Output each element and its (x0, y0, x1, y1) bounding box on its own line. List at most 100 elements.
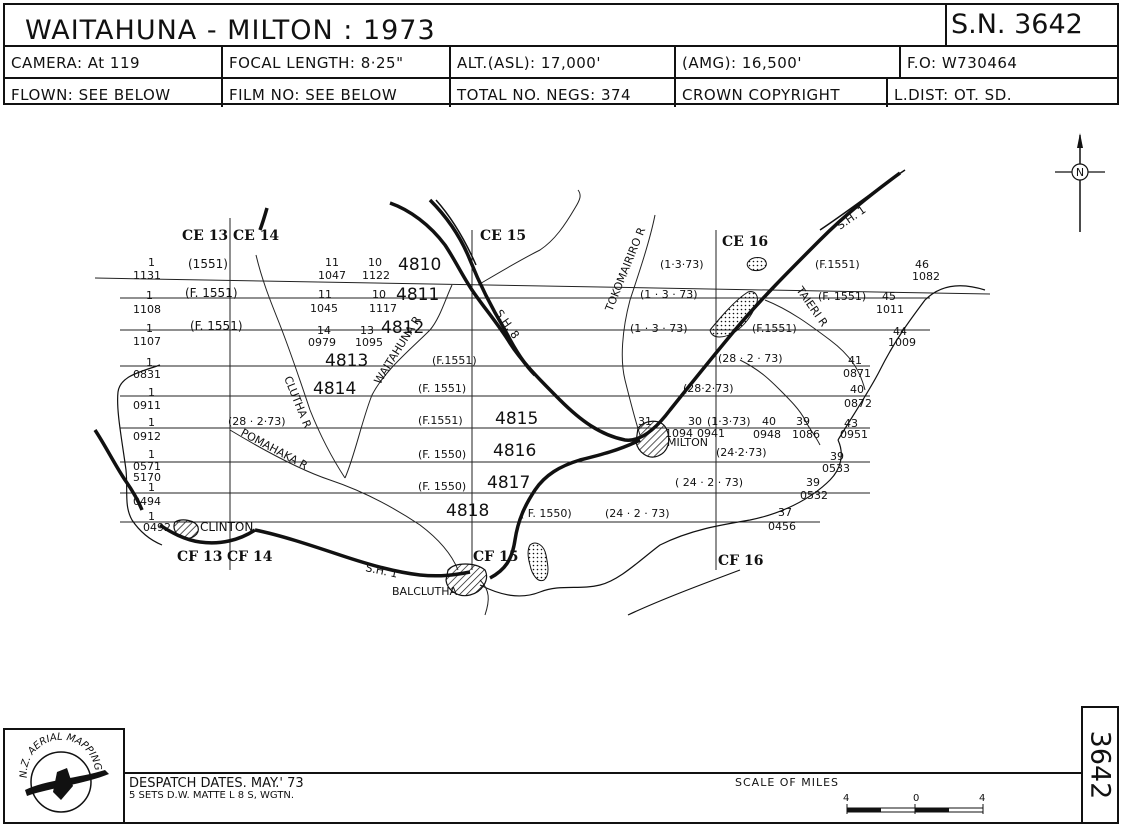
run-4810: 1 1131 (1551) 11 1047 10 1122 4810 (1·3·… (133, 255, 940, 283)
north-arrow-icon: N (1055, 133, 1105, 232)
run-4813-right-frame: 41 (848, 354, 862, 367)
run-4811-mid2-serial: 1117 (369, 302, 397, 315)
run-4818-number: 4818 (446, 501, 489, 521)
run-4810-number: 4810 (398, 255, 441, 275)
road-secondary (435, 169, 906, 266)
town-clinton (173, 519, 199, 539)
l-dist-cell: L.DIST: OT. SD. (886, 79, 1117, 107)
run-4813-right-serial: 0871 (843, 367, 871, 380)
rivers (229, 189, 866, 616)
run-4818-left-frame: 1 (148, 510, 155, 523)
roads (93, 171, 902, 580)
run-4816-left-frame: 1 (148, 448, 155, 461)
milton-serial-0948: 0948 (753, 428, 781, 441)
town-milton (635, 420, 670, 458)
north-label: N (1076, 166, 1084, 179)
despatch-bar: DESPATCH DATES. MAY.' 73 5 SETS D.W. MAT… (125, 772, 1081, 824)
film-number-cell: FILM NO: SEE BELOW (221, 79, 449, 107)
run-4812-mid2-frame: 13 (360, 324, 374, 337)
run-4815-date: (28 · 2·73) (228, 415, 286, 428)
run-4811-mid2-frame: 10 (372, 288, 386, 301)
run-4812-left-frame: 1 (146, 322, 153, 335)
run-4811-left-frame: 1 (146, 289, 153, 302)
flown-cell: FLOWN: SEE BELOW (11, 86, 171, 104)
run-4814-date: (28·2·73) (683, 382, 734, 395)
run-4812-mid1-serial: 0979 (308, 336, 336, 349)
label-clutha-river: CLUTHA R (281, 374, 314, 430)
despatch-sets: 5 SETS D.W. MATTE L 8 S, WGTN. (129, 790, 295, 801)
run-4817-date: ( 24 · 2 · 73) (675, 476, 743, 489)
run-4818-right-frame: 37 (778, 506, 792, 519)
lakes (527, 257, 767, 582)
run-4812-right-serial: 1009 (888, 336, 916, 349)
scale-left-label: 4 (843, 793, 849, 804)
run-4812-right-film: (F.1551) (752, 322, 797, 335)
grid-label-ce13: CE 13 (182, 228, 228, 244)
run-4817-number: 4817 (487, 473, 530, 493)
run-4812-film: (F. 1551) (190, 319, 243, 333)
run-4815-left-serial: 0912 (133, 430, 161, 443)
altitude-asl-cell: ALT.(ASL): 17,000' (449, 47, 674, 77)
milton-serial-1086: 1086 (792, 428, 820, 441)
label-pomahaka-river: POMAHAKA R (239, 426, 311, 472)
town-balclutha (445, 563, 488, 597)
milton-frame-30: 30 (688, 415, 702, 428)
run-4817-right-frame: 39 (806, 476, 820, 489)
run-4817-left-frame: 1 (148, 481, 155, 494)
grid-label-cf16: CF 16 (718, 553, 763, 569)
header-row-1: CAMERA: At 119 FOCAL LENGTH: 8·25" ALT.(… (5, 45, 1117, 77)
run-4816: 1 0571 5170 (F. 1550) 4816 (24·2·73) 39 … (133, 441, 850, 484)
run-4810-mid1-serial: 1047 (318, 269, 346, 282)
grid-label-ce15: CE 15 (480, 228, 526, 244)
fo-cell: F.O: W730464 (899, 47, 1117, 77)
focal-length-cell: FOCAL LENGTH: 8·25" (221, 47, 449, 77)
run-4810-left-frame: 1 (148, 256, 155, 269)
side-sheet-number: 3642 (1084, 730, 1116, 800)
run-4816-film: (F. 1550) (418, 448, 466, 461)
milton-frame-labels: 31 30 (1·3·73) 40 39 1094 0941 0948 1086 (638, 415, 820, 441)
side-sheet-number-box: 3642 (1081, 706, 1119, 824)
run-4810-mid2-serial: 1122 (362, 269, 390, 282)
milton-frame-39: 39 (796, 415, 810, 428)
aerial-mapping-logo-icon: N.Z. AERIAL MAPPING LTD (1, 722, 109, 813)
run-4810-right-film: (F.1551) (815, 258, 860, 271)
camera-cell: CAMERA: At 119 (11, 54, 141, 72)
run-4810-left-serial: 1131 (133, 269, 161, 282)
run-4817-film: (F. 1550) (418, 480, 466, 493)
milton-frame-40: 40 (762, 415, 776, 428)
run-4812-mid1-frame: 14 (317, 324, 331, 337)
run-4817-left-serial: 0494 (133, 495, 161, 508)
milton-serial-0941: 0941 (697, 427, 725, 440)
grid-lines (229, 218, 717, 570)
run-4815-left-frame: 1 (148, 416, 155, 429)
run-4814-right-serial: 0872 (844, 397, 872, 410)
run-4814-left-serial: 0911 (133, 399, 161, 412)
run-4810-mid2-frame: 10 (368, 256, 382, 269)
total-negs-cell: TOTAL NO. NEGS: 374 (449, 79, 674, 107)
run-4814-number: 4814 (313, 379, 356, 399)
run-4810-film: (1551) (188, 257, 228, 271)
run-4810-date: (1·3·73) (660, 258, 704, 271)
run-4815-right-serial: 0951 (840, 428, 868, 441)
run-4811-mid1-frame: 11 (318, 288, 332, 301)
run-4813-left-serial: 0831 (133, 368, 161, 381)
scale-title: SCALE OF MILES (735, 776, 840, 789)
scale-bar: 4 0 4 (843, 793, 985, 814)
run-4815: 1 0912 (28 · 2·73) (F.1551) 4815 43 0951 (133, 409, 868, 443)
run-4813: 1 0831 4813 (F.1551) (28 · 2 · 73) 41 08… (133, 351, 871, 381)
run-4812-number: 4812 (381, 318, 424, 338)
milton-date: (1·3·73) (707, 415, 751, 428)
altitude-amg-cell: (AMG): 16,500' (674, 47, 899, 77)
run-4815-right-frame: 43 (844, 417, 858, 430)
crown-copyright-cell: CROWN COPYRIGHT (674, 79, 886, 107)
run-4810-right-frame: 46 (915, 258, 929, 271)
run-4817-right-serial: 0532 (800, 489, 828, 502)
run-4818-date: (24 · 2 · 73) (605, 507, 670, 520)
run-4818-left-serial: 0492 (143, 521, 171, 534)
run-4811-mid1-serial: 1045 (310, 302, 338, 315)
run-4813-left-frame: 1 (146, 356, 153, 369)
run-4814-left-frame: 1 (148, 386, 155, 399)
label-milton: MILTON (667, 436, 708, 449)
run-4810-right-serial: 1082 (912, 270, 940, 283)
run-4817: 1 0494 (F. 1550) 4817 ( 24 · 2 · 73) 39 … (133, 473, 828, 508)
